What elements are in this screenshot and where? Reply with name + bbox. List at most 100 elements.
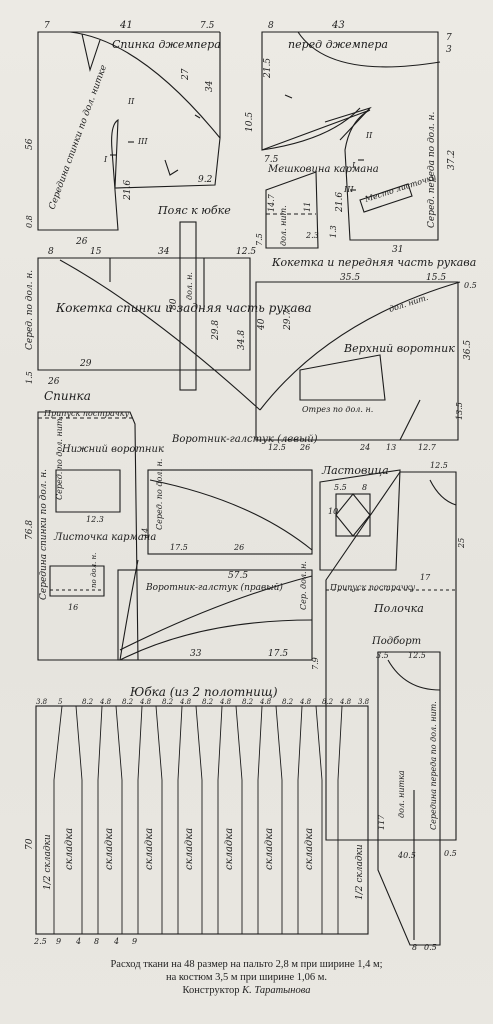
svg-text:12.5: 12.5 bbox=[430, 461, 448, 470]
svg-text:8: 8 bbox=[268, 21, 274, 31]
piece-pocket-bag bbox=[265, 171, 319, 249]
svg-text:0.5: 0.5 bbox=[444, 849, 457, 858]
svg-text:4: 4 bbox=[113, 937, 119, 946]
designer-label: Конструктор bbox=[182, 985, 240, 996]
svg-text:II: II bbox=[127, 97, 135, 106]
svg-text:дол. нит.: дол. нит. bbox=[388, 293, 429, 314]
svg-text:4.8: 4.8 bbox=[299, 698, 312, 706]
svg-text:I: I bbox=[103, 155, 108, 164]
svg-text:36.5: 36.5 bbox=[463, 340, 473, 360]
svg-text:складка: складка bbox=[64, 828, 75, 870]
svg-text:37.2: 37.2 bbox=[447, 150, 457, 170]
svg-text:14.7: 14.7 bbox=[267, 193, 276, 212]
designer-name: К. Таратынова bbox=[242, 985, 311, 996]
piece-skirt bbox=[35, 705, 369, 935]
front-sweater-title: перед джемпера bbox=[288, 38, 388, 51]
svg-text:0.5: 0.5 bbox=[464, 281, 477, 290]
svg-text:Середина переда по дол. нит.: Середина переда по дол. нит. bbox=[429, 701, 438, 830]
svg-text:Припуск пострачку: Припуск пострачку bbox=[329, 583, 416, 592]
piece-yoke-front bbox=[255, 281, 461, 441]
coat-front-title: Полочка bbox=[373, 602, 424, 615]
svg-text:4.8: 4.8 bbox=[179, 698, 192, 706]
svg-text:25: 25 bbox=[457, 538, 466, 549]
svg-text:21.6: 21.6 bbox=[335, 192, 345, 213]
svg-text:40: 40 bbox=[257, 318, 267, 331]
svg-text:21.6: 21.6 bbox=[123, 180, 133, 201]
front-sweater-labels: перед джемпера 43 8 7 3 21.5 10.5 7.5 21… bbox=[245, 20, 457, 255]
svg-text:13.5: 13.5 bbox=[455, 402, 464, 420]
svg-text:Серед. по дол. нит.: Серед. по дол. нит. bbox=[55, 416, 64, 500]
caption-line-2: на костюм 3,5 м при ширине 1,06 м. bbox=[165, 972, 328, 983]
svg-text:10.5: 10.5 bbox=[245, 112, 255, 132]
svg-text:дол. нитка: дол. нитка bbox=[397, 770, 406, 818]
coat-back-title: Спинка bbox=[44, 389, 91, 403]
svg-text:2.5: 2.5 bbox=[33, 937, 47, 946]
svg-text:8.2: 8.2 bbox=[322, 698, 334, 706]
svg-text:34: 34 bbox=[205, 80, 215, 92]
svg-text:27: 27 bbox=[181, 68, 191, 81]
fabric-consumption-caption: Расход ткани на 48 размер на пальто 2,8 … bbox=[0, 958, 493, 997]
piece-back-sweater bbox=[37, 31, 221, 231]
svg-text:7.5: 7.5 bbox=[255, 233, 264, 246]
svg-text:26: 26 bbox=[75, 237, 88, 247]
svg-text:29.7: 29.7 bbox=[283, 310, 293, 331]
svg-text:4.8: 4.8 bbox=[99, 698, 112, 706]
collar-tie-left-title: Воротник-галстук (левый) bbox=[171, 434, 318, 445]
facing-title: Подборт bbox=[371, 636, 421, 647]
back-sweater-title: Спинка джемпера bbox=[112, 38, 221, 51]
svg-text:70: 70 bbox=[25, 838, 35, 850]
pocket-flap-title: Листочка кармана bbox=[53, 532, 156, 543]
svg-text:3: 3 bbox=[446, 45, 452, 55]
piece-collar-tie-left bbox=[147, 469, 313, 555]
svg-text:4.8: 4.8 bbox=[139, 698, 152, 706]
svg-text:11: 11 bbox=[303, 202, 312, 212]
svg-text:8.2: 8.2 bbox=[122, 698, 134, 706]
svg-text:21.5: 21.5 bbox=[263, 58, 273, 79]
svg-text:33: 33 bbox=[190, 649, 202, 659]
svg-text:1/2 складки: 1/2 складки bbox=[355, 844, 365, 900]
svg-text:24: 24 bbox=[359, 443, 370, 452]
svg-text:7.5: 7.5 bbox=[264, 155, 279, 165]
svg-text:117: 117 bbox=[377, 814, 386, 830]
piece-facing bbox=[377, 651, 441, 946]
svg-text:9: 9 bbox=[132, 937, 137, 946]
svg-text:дол. нит.: дол. нит. bbox=[279, 205, 288, 246]
svg-text:I: I bbox=[351, 161, 356, 170]
svg-text:0.5: 0.5 bbox=[424, 943, 437, 952]
svg-text:34.8: 34.8 bbox=[237, 330, 247, 350]
svg-text:4.8: 4.8 bbox=[339, 698, 352, 706]
collar-tie-right-title: Воротник-галстук (правый) bbox=[145, 582, 283, 593]
piece-pocket-flap bbox=[49, 565, 105, 597]
svg-text:7.9: 7.9 bbox=[311, 657, 320, 670]
svg-text:15: 15 bbox=[90, 247, 102, 257]
svg-text:12.3: 12.3 bbox=[86, 515, 104, 524]
caption-designer: Конструктор К. Таратынова bbox=[0, 984, 493, 997]
lower-collar-title: Нижний воротник bbox=[61, 444, 164, 455]
svg-text:8.2: 8.2 bbox=[282, 698, 294, 706]
svg-text:4.8: 4.8 bbox=[259, 698, 272, 706]
svg-text:3.5: 3.5 bbox=[376, 651, 389, 660]
svg-text:5.5: 5.5 bbox=[334, 483, 347, 492]
svg-text:17.5: 17.5 bbox=[268, 649, 288, 659]
svg-text:12.7: 12.7 bbox=[418, 443, 437, 452]
svg-text:складка: складка bbox=[304, 828, 315, 870]
svg-text:Серед. по дол. н.: Серед. по дол. н. bbox=[155, 459, 164, 530]
svg-text:складка: складка bbox=[144, 828, 155, 870]
svg-text:7.5: 7.5 bbox=[200, 21, 215, 31]
svg-text:складка: складка bbox=[264, 828, 275, 870]
svg-text:41: 41 bbox=[119, 20, 133, 31]
svg-text:2.3: 2.3 bbox=[305, 231, 319, 240]
svg-text:8: 8 bbox=[412, 943, 417, 952]
svg-text:12.5: 12.5 bbox=[236, 247, 256, 257]
svg-text:56: 56 bbox=[25, 138, 35, 150]
svg-text:8: 8 bbox=[48, 247, 54, 257]
piece-gusset bbox=[319, 469, 401, 571]
svg-text:4.8: 4.8 bbox=[219, 698, 232, 706]
svg-text:4: 4 bbox=[75, 937, 81, 946]
svg-text:складка: складка bbox=[224, 828, 235, 870]
yoke-back-title: Кокетка спинки и задняя часть рукава bbox=[55, 301, 312, 315]
piece-coat-front bbox=[325, 471, 457, 841]
piece-collar-tie-right bbox=[117, 569, 313, 661]
svg-text:26: 26 bbox=[299, 443, 310, 452]
